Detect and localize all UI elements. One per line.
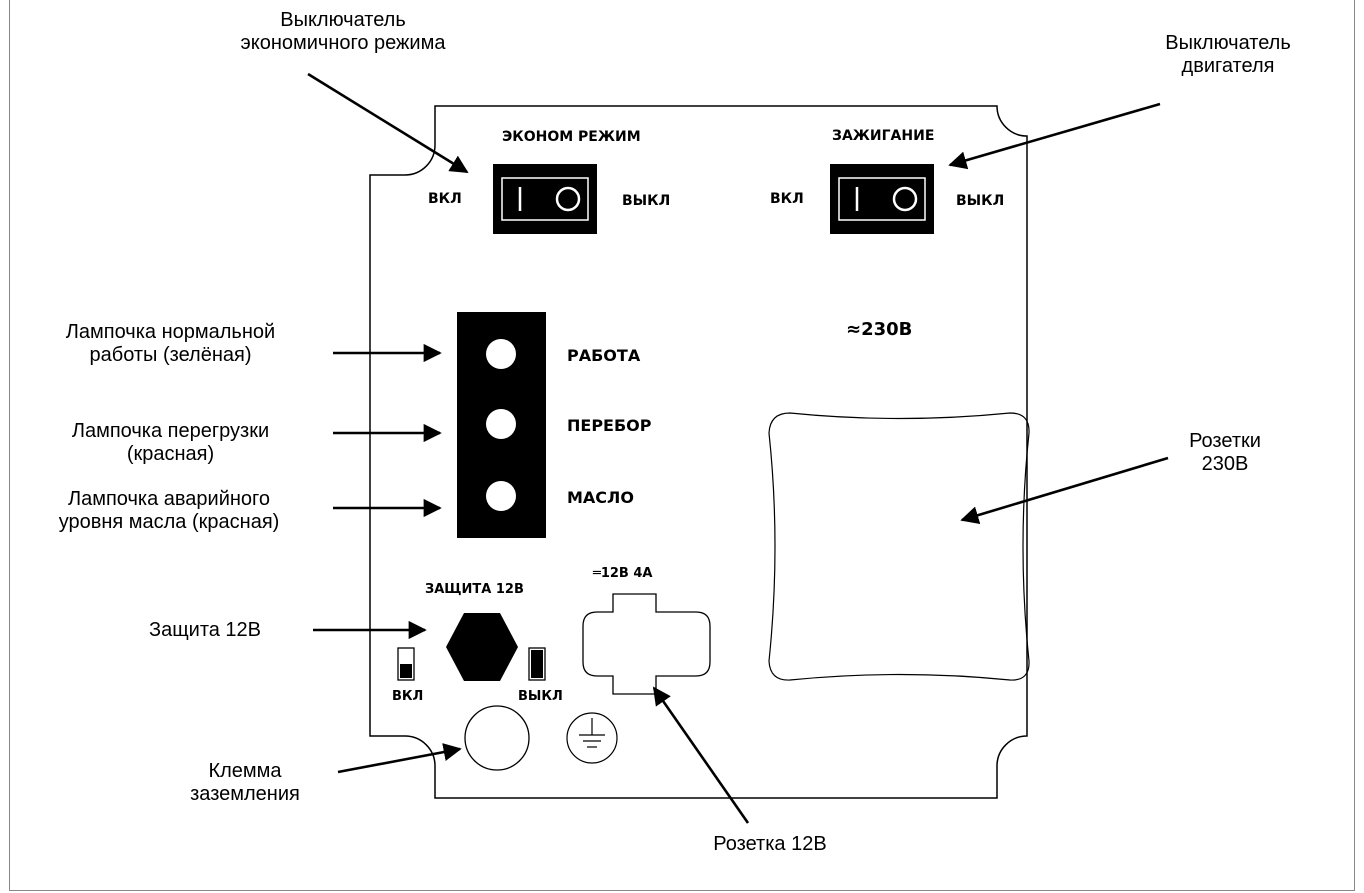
callout-overload-lamp: Лампочка перегрузки (красная): [71, 420, 270, 465]
socket-12v: [582, 593, 711, 695]
protection-12v-button[interactable]: [446, 613, 518, 681]
ignition-title: ЗАЖИГАНИЕ: [832, 128, 935, 144]
eco-off-label: ВЫКЛ: [622, 193, 671, 209]
arrow-socket-12v: [652, 686, 750, 824]
eco-on-label: ВКЛ: [428, 191, 462, 207]
callout-run-lamp: Лампочка нормальной работы (зелёная): [65, 321, 276, 366]
arrow-ground-terminal: [337, 743, 462, 774]
figure-frame: [9, 0, 1355, 891]
callout-socket-12v: Розетка 12В: [713, 833, 827, 855]
indicator-lamp-block: [457, 312, 546, 538]
callout-sockets-230v: Розетки 230В: [1189, 430, 1261, 475]
ignition-on-label: ВКЛ: [770, 191, 804, 207]
arrow-sockets-230v: [960, 456, 1169, 524]
overload-lamp: [486, 409, 516, 439]
dc-socket-title: ═12В 4А: [593, 566, 653, 581]
ground-terminal: [464, 705, 530, 771]
callout-eco-switch: Выключатель экономичного режима: [240, 9, 446, 54]
arrow-eco-switch: [307, 72, 469, 174]
socket-230v-area: [768, 412, 1030, 681]
ground-symbol-icon: [566, 712, 618, 764]
panel-border: [369, 105, 1028, 799]
protection-off-label: ВЫКЛ: [518, 689, 563, 704]
callout-oil-lamp: Лампочка аварийного уровня масла (красна…: [58, 488, 280, 533]
oil-lamp: [486, 481, 516, 511]
callout-ground-terminal: Клемма заземления: [190, 760, 300, 805]
callout-protection-12v: Защита 12В: [148, 619, 262, 641]
callout-engine-switch: Выключатель двигателя: [1165, 32, 1291, 77]
voltage-ac-label: ≈230В: [846, 319, 913, 340]
arrow-engine-switch: [948, 102, 1161, 170]
protection-on-label: ВКЛ: [392, 689, 424, 704]
lamp-label-run: РАБОТА: [567, 346, 641, 365]
protection-on-indicator: [397, 647, 415, 681]
run-lamp: [486, 339, 516, 369]
ignition-switch[interactable]: [830, 164, 934, 234]
lamp-label-overload: ПЕРЕБОР: [567, 416, 652, 435]
lamp-label-oil: МАСЛО: [567, 488, 634, 507]
eco-mode-title: ЭКОНОМ РЕЖИМ: [502, 129, 641, 145]
ignition-off-label: ВЫКЛ: [956, 193, 1005, 209]
eco-switch[interactable]: [493, 164, 597, 234]
protection-12v-title: ЗАЩИТА 12В: [425, 582, 524, 597]
protection-off-indicator: [528, 647, 546, 681]
